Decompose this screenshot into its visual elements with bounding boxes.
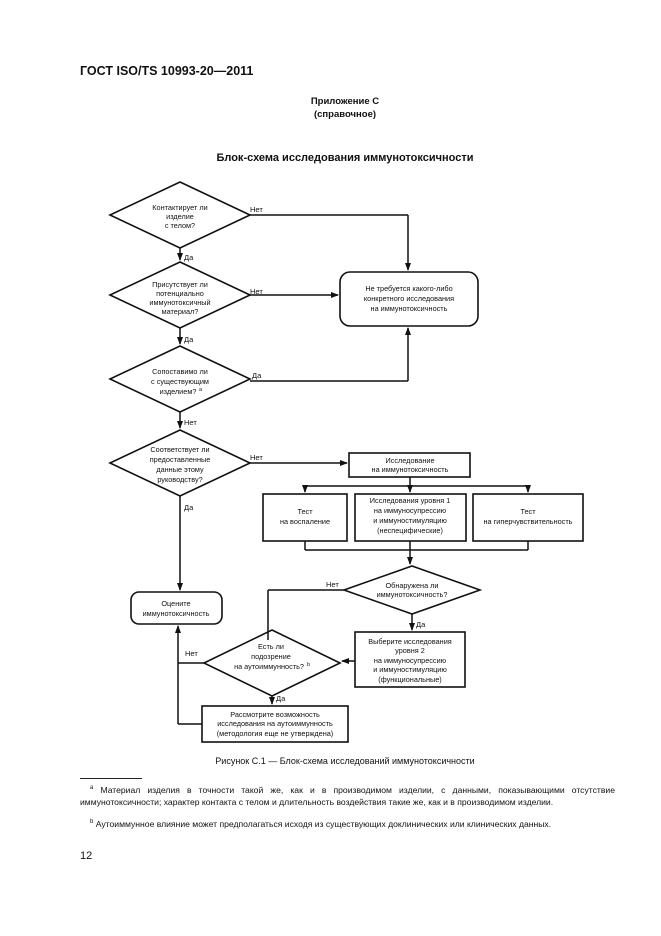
appendix-title: Приложение С (310, 96, 380, 107)
q4-line-2: предоставленные (150, 455, 211, 464)
q1-line-3: с телом? (165, 221, 195, 230)
q3-yes-label: Да (252, 371, 262, 380)
immuno-study-line-1: Исследование (385, 456, 434, 465)
test-inflammation-line-1: Тест (297, 507, 313, 516)
no-study-line-2: конкретного исследования (364, 294, 454, 303)
appendix-subtitle: (справочное) (313, 109, 377, 120)
box-no-study (339, 271, 479, 327)
q-found-line-2: иммунотоксичность? (377, 590, 448, 599)
footnote-b-mark: b (90, 819, 94, 825)
immuno-study-line-2: на иммунотоксичность (372, 465, 449, 474)
q-auto-footnote-mark: b (307, 662, 310, 668)
level2-line-2: уровня 2 (395, 646, 425, 655)
consider-line-2: исследования на аутоиммунность (217, 719, 333, 728)
box-consider-autoimmunity (201, 705, 349, 743)
consider-line-3: (методология еще не утверждена) (217, 729, 334, 738)
q2-line-1: Присутствует ли (152, 280, 208, 289)
test-inflammation-line-2: на воспаление (280, 517, 330, 526)
q3-no-label: Нет (184, 418, 197, 427)
auto-no-label: Нет (185, 649, 198, 658)
consider-line-1: Рассмотрите возможность (230, 710, 320, 719)
level1-line-1: Исследования уровня 1 (370, 496, 451, 505)
footnote-b: b Аутоиммунное влияние может предполагат… (80, 816, 615, 830)
footnote-a: а Материал изделия в точности такой же, … (80, 782, 615, 808)
found-no-label: Нет (326, 580, 339, 589)
q4-line-4: руководству? (157, 475, 202, 484)
page-number: 12 (80, 850, 93, 862)
q1-no-label: Нет (250, 205, 263, 214)
found-yes-label: Да (416, 620, 426, 629)
q4-no-label: Нет (250, 453, 263, 462)
level2-line-3: на иммуносупрессию (374, 656, 447, 665)
q4-yes-label: Да (184, 503, 194, 512)
figure-caption: Рисунок С.1 — Блок-схема исследований им… (215, 756, 475, 766)
q3-footnote-mark: a (199, 387, 203, 393)
no-study-line-3: на иммунотоксичность (371, 304, 448, 313)
no-study-line-1: Не требуется какого-либо (365, 284, 452, 293)
q1-line-2: изделие (166, 212, 194, 221)
q-auto-line-2: подозрение (251, 652, 291, 661)
level2-line-1: Выберите исследования (368, 637, 452, 646)
flowchart-title: Блок-схема исследования иммунотоксичност… (216, 152, 474, 164)
q4-line-3: данные этому (156, 465, 204, 474)
footnote-divider (80, 778, 142, 779)
q4-line-1: Соответствует ли (150, 445, 209, 454)
level2-line-4: и иммуностимуляцию (373, 665, 447, 674)
q2-yes-label: Да (184, 335, 194, 344)
footnote-a-text: Материал изделия в точности такой же, ка… (80, 784, 615, 807)
q1-yes-label: Да (184, 253, 194, 262)
q2-line-2: потенциально (156, 289, 204, 298)
q2-line-3: иммунотоксичный (149, 298, 210, 307)
q-auto-line-1: Есть ли (258, 642, 284, 651)
level1-line-3: и иммуностимуляцию (373, 516, 447, 525)
evaluate-line-1: Оцените (161, 599, 190, 608)
level2-line-5: (функциональные) (378, 675, 441, 684)
q3-line-1: Сопоставимо ли (152, 367, 208, 376)
q1-line-1: Контактирует ли (152, 203, 207, 212)
q-auto-line-3: на аутоиммунность? (234, 662, 304, 671)
box-level2 (354, 631, 466, 688)
level1-line-2: на иммуносупрессию (374, 506, 447, 515)
level1-line-4: (неспецифические) (377, 526, 443, 535)
q-found-line-1: Обнаружена ли (385, 581, 438, 590)
footnote-a-mark: а (90, 785, 94, 791)
evaluate-line-2: иммунотоксичность (143, 609, 210, 618)
q3-line-2: с существующим (151, 377, 209, 386)
test-hypersens-line-1: Тест (520, 507, 536, 516)
appendix-heading: Приложение С (справочное) (0, 95, 661, 121)
auto-yes-label: Да (276, 694, 286, 703)
box-evaluate (130, 591, 223, 625)
footnote-b-text: Аутоиммунное влияние может предполагатьс… (95, 818, 552, 829)
q3-line-3: изделием? (160, 387, 197, 396)
test-hypersens-line-2: на гиперчувствительность (484, 517, 573, 526)
q2-line-4: материал? (162, 307, 199, 316)
document-code: ГОСТ ISO/TS 10993-20—2011 (80, 64, 254, 78)
q2-no-label: Нет (250, 287, 263, 296)
